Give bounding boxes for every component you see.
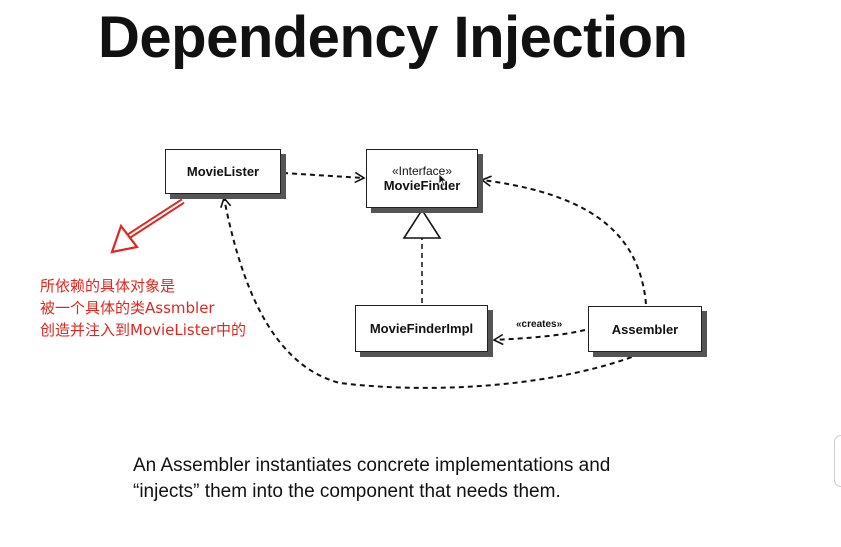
- creates-arrow: [492, 329, 586, 346]
- dependency-arrow-assembler-to-finder: [480, 175, 647, 305]
- annotation-line: 创造并注入到MovieLister中的: [40, 321, 247, 339]
- movie-lister-box: MovieLister: [165, 149, 281, 194]
- movie-finder-box: «Interface» MovieFinder: [366, 149, 478, 208]
- realization-triangle: [402, 208, 442, 239]
- slide-title: Dependency Injection: [98, 5, 688, 70]
- caption-line: An Assembler instantiates concrete imple…: [133, 455, 611, 476]
- assembler-box: Assembler: [588, 306, 702, 352]
- dependency-arrow-assembler-to-lister: [220, 196, 641, 389]
- movie-finder-impl-label: MovieFinderImpl: [369, 321, 474, 336]
- assembler-label: Assembler: [611, 321, 679, 337]
- dependency-arrow-lister-to-finder: [282, 171, 366, 184]
- movie-lister-label: MovieLister: [186, 164, 260, 179]
- slide-caption: An Assembler instantiates concrete imple…: [133, 453, 610, 505]
- movie-finder-impl-box: MovieFinderImpl: [355, 305, 488, 352]
- annotation-line: 被一个具体的类Assmbler: [40, 299, 215, 317]
- movie-finder-stereotype: «Interface»: [391, 164, 453, 178]
- annotation-arrow: [110, 198, 185, 254]
- annotation-line: 所依赖的具体对象是: [40, 277, 176, 295]
- red-annotation-text: 所依赖的具体对象是 被一个具体的类Assmbler 创造并注入到MovieLis…: [40, 275, 246, 341]
- creates-label: «creates»: [516, 319, 563, 330]
- side-panel-tab[interactable]: [834, 435, 841, 487]
- movie-finder-label: MovieFinder: [383, 178, 461, 193]
- mouse-cursor-icon: [438, 173, 448, 187]
- caption-line: “injects” them into the component that n…: [133, 481, 561, 502]
